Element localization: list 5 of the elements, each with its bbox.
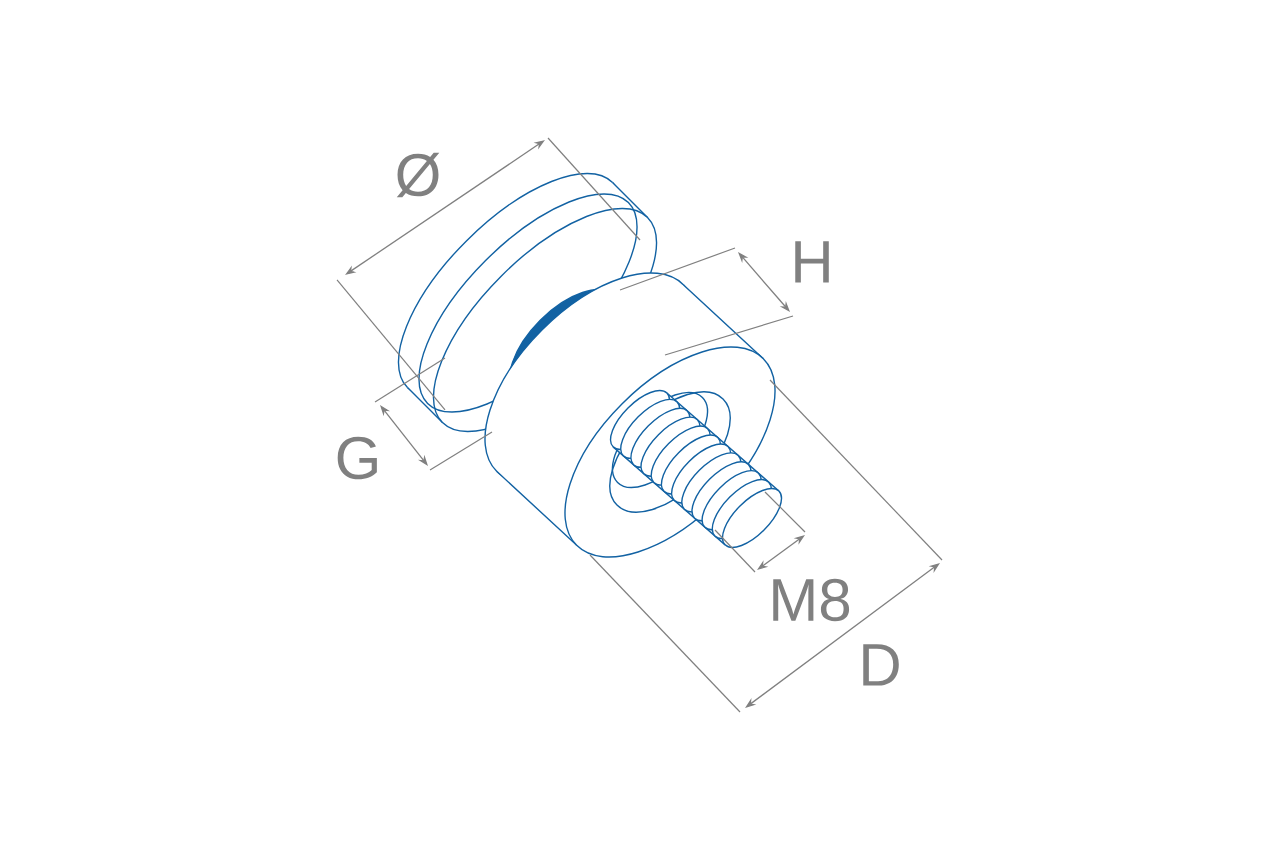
dimension-label: D [863, 644, 899, 686]
dimension-label: H [795, 241, 829, 283]
dimension-label: G [337, 436, 377, 480]
dimension-label: M8 [773, 578, 850, 622]
dimension-label: Ø [396, 152, 440, 198]
